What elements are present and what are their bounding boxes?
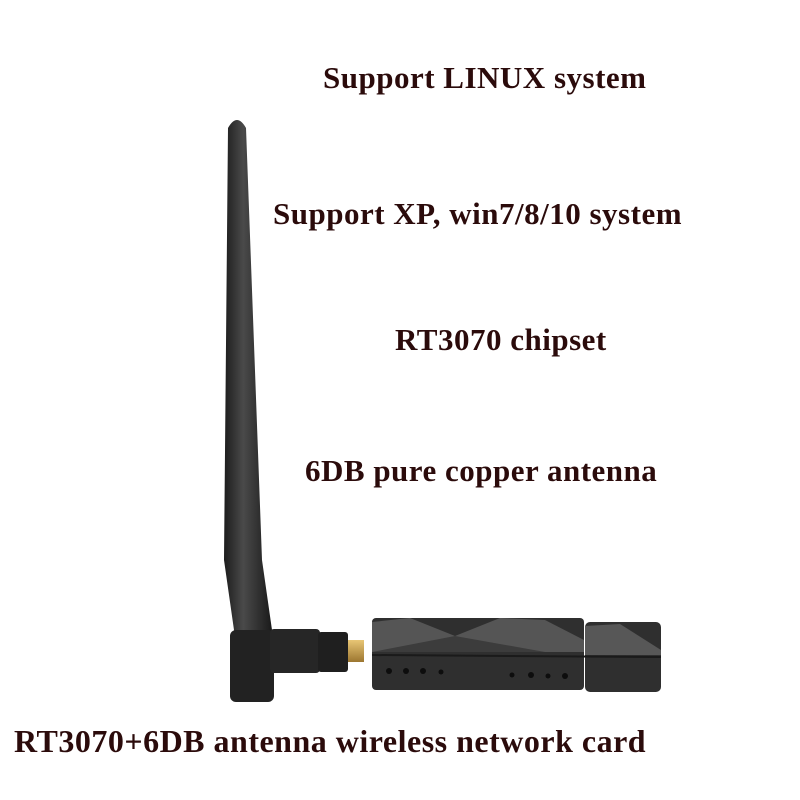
- caption-antenna: 6DB pure copper antenna: [305, 453, 658, 488]
- caption-chipset: RT3070 chipset: [395, 322, 607, 357]
- caption-windows-support: Support XP, win7/8/10 system: [273, 196, 683, 231]
- caption-product-title: RT3070+6DB antenna wireless network card: [14, 723, 647, 759]
- antenna-icon: [224, 120, 364, 702]
- usb-dongle-icon: [371, 618, 662, 692]
- caption-linux-support: Support LINUX system: [323, 60, 647, 95]
